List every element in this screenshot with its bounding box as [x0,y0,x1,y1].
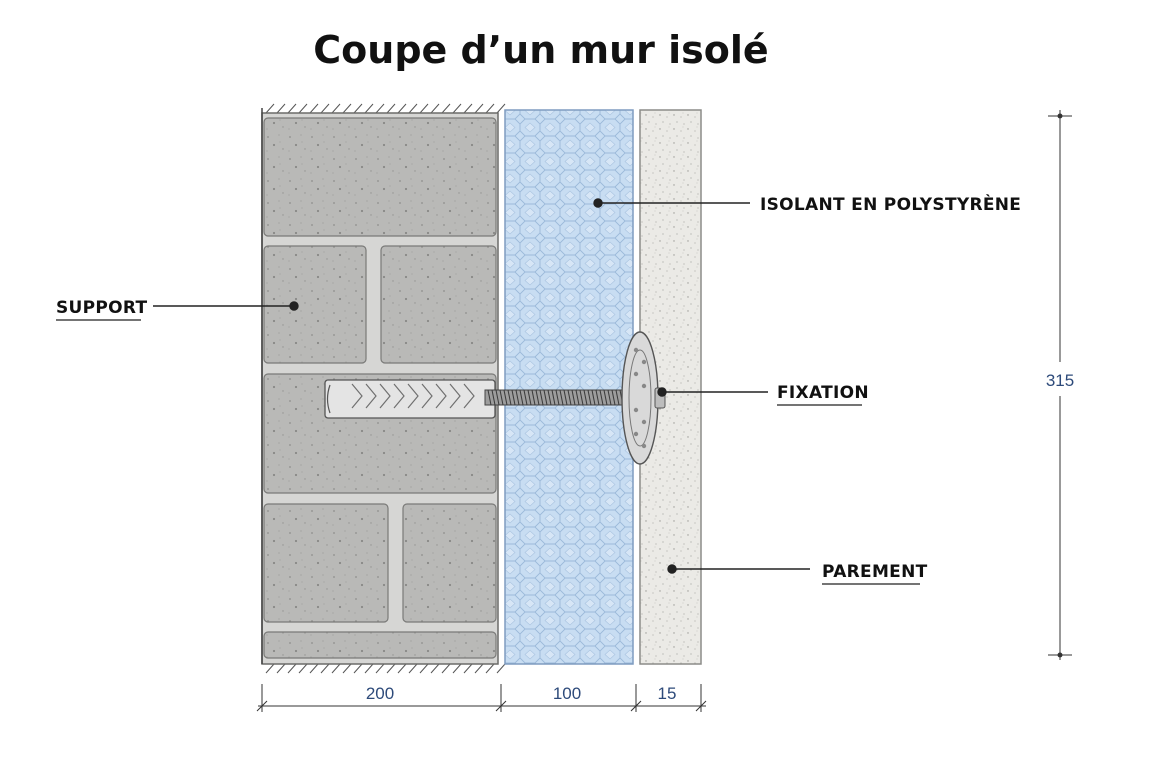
diagram-title: Coupe d’un mur isolé [313,28,768,72]
insulation-layer [504,109,634,665]
label-parement: PAREMENT [822,562,928,582]
label-fixation: FIXATION [777,383,869,403]
dimension-support: 200 [366,684,394,703]
label-leaders [153,198,810,574]
dimension-parement: 15 [658,684,677,703]
dimension-height: 315 [1046,371,1074,390]
horizontal-dimension-line [256,684,707,712]
fixation-washer-plate [621,331,666,465]
fixation-anchor [324,379,496,419]
dimension-tick-top [1057,113,1063,119]
label-isolant: ISOLANT EN POLYSTYRÈNE [760,193,1021,215]
label-support: SUPPORT [56,298,148,318]
dimension-tick-bottom [1057,652,1063,658]
dimension-isolant: 100 [553,684,581,703]
fixation-screw [484,389,634,406]
